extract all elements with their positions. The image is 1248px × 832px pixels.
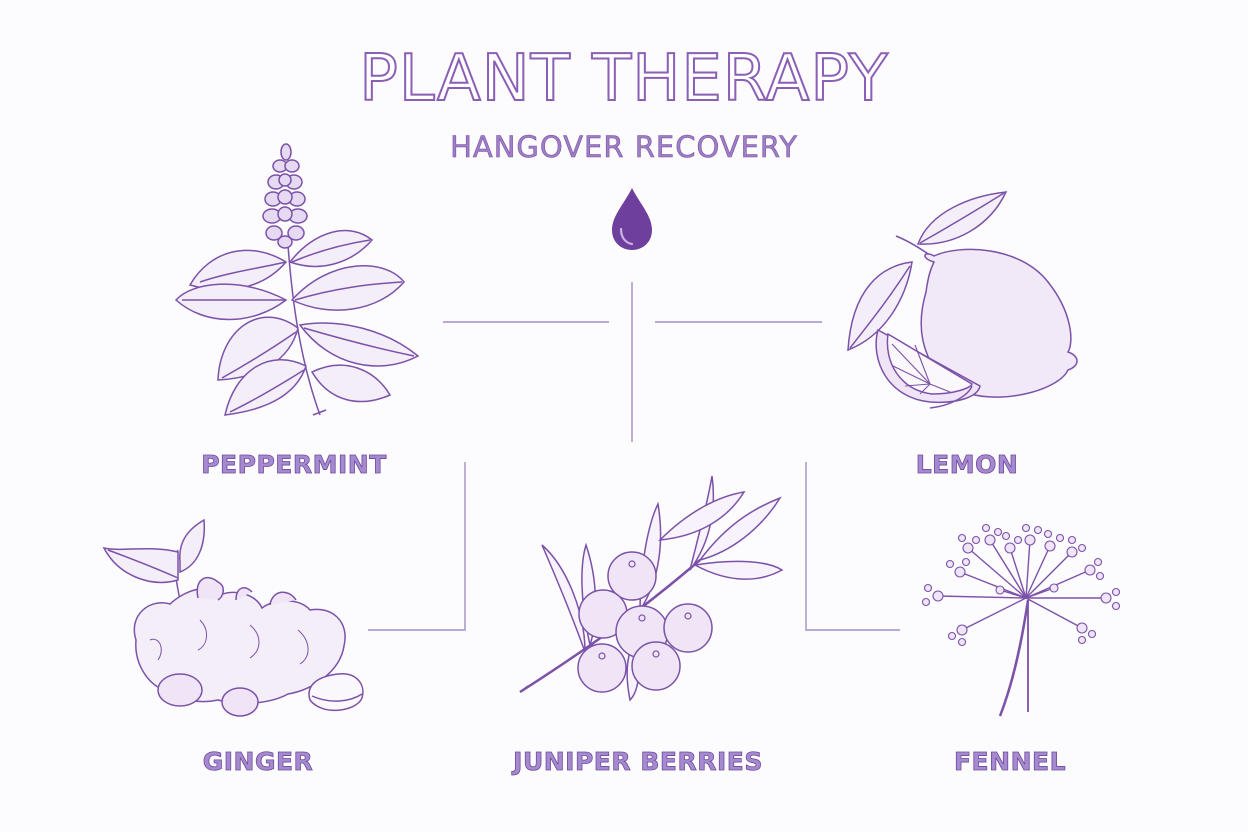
- fennel-illustration: [921, 523, 1121, 717]
- peppermint-flower-spike: [262, 143, 308, 249]
- connector-fennel: [805, 462, 900, 631]
- lemon-illustration: [847, 191, 1078, 409]
- connector-lines: [368, 282, 900, 631]
- page-title: PLANT THERAPY: [358, 41, 889, 117]
- peppermint-illustration: [174, 143, 420, 416]
- fennel-umbel-rays: [937, 539, 1106, 631]
- page-subtitle: HANGOVER RECOVERY: [450, 130, 798, 165]
- label-fennel: FENNEL: [953, 747, 1066, 777]
- oil-drop-icon: [612, 188, 652, 250]
- label-ginger: GINGER: [202, 747, 314, 777]
- juniper-berries-illustration: [519, 475, 784, 702]
- fennel-flower-clusters: [921, 523, 1121, 647]
- ginger-illustration: [102, 518, 364, 717]
- connector-ginger: [368, 462, 466, 631]
- label-juniper-berries: JUNIPER BERRIES: [513, 747, 763, 777]
- label-peppermint: PEPPERMINT: [201, 450, 387, 480]
- label-lemon: LEMON: [915, 450, 1019, 480]
